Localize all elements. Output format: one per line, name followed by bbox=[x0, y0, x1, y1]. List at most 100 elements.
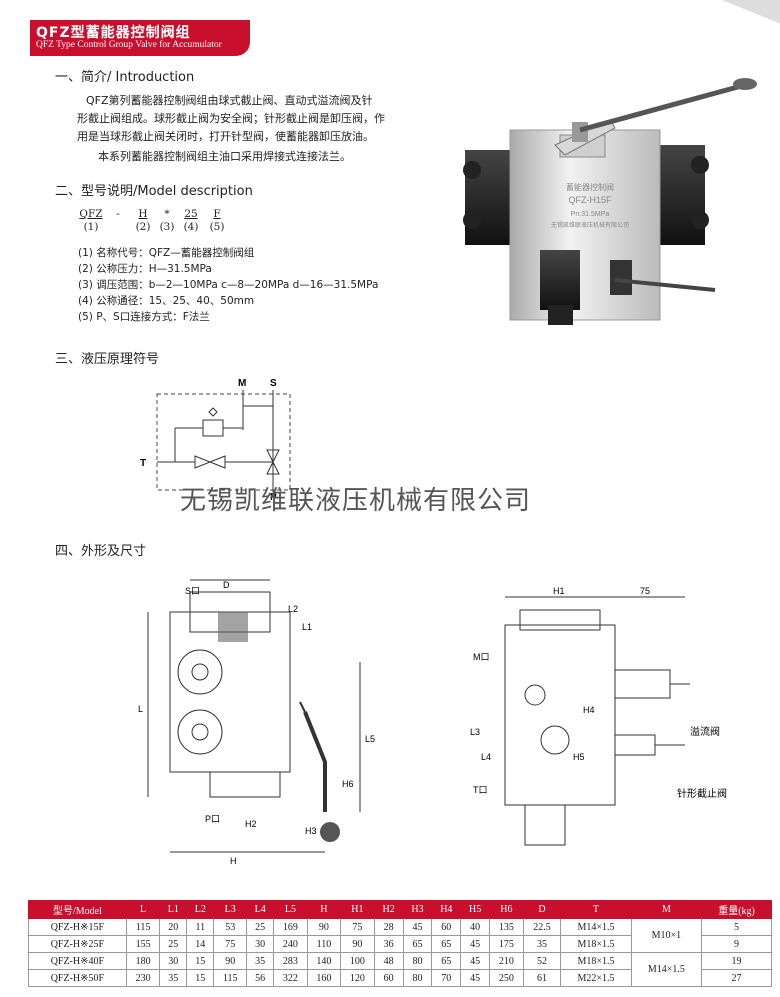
relief-cap bbox=[548, 305, 573, 325]
photo-label-3: Pn:31.5MPa bbox=[571, 211, 610, 218]
cell: 90 bbox=[340, 935, 375, 953]
cell: 169 bbox=[273, 918, 308, 936]
cell: 28 bbox=[373, 918, 404, 936]
relief-valve bbox=[540, 250, 580, 310]
cell: 30 bbox=[246, 935, 275, 953]
cell: 100 bbox=[340, 952, 375, 970]
intro-line-3: 用是当球形截止阀关闭时，打开针型阀，使蓄能器卸压放油。 bbox=[77, 130, 374, 143]
cell: 135 bbox=[489, 918, 524, 936]
cell: 155 bbox=[125, 935, 161, 953]
company-watermark: 无锡凯维联液压机械有限公司 bbox=[180, 486, 532, 516]
th-h2: H2 bbox=[373, 900, 404, 919]
th-m: M bbox=[630, 900, 703, 919]
t-port-icon bbox=[540, 725, 570, 755]
side-body bbox=[504, 624, 616, 806]
hydraulic-symbol: M S T P bbox=[140, 378, 291, 500]
cell: 75 bbox=[340, 918, 375, 936]
th-l1: L1 bbox=[159, 900, 188, 919]
cell: 115 bbox=[125, 918, 161, 936]
handle-side bbox=[524, 804, 566, 846]
intro-line-4: 本系列蓄能器控制阀组主油口采用焊接式连接法兰。 bbox=[98, 150, 351, 163]
cell: 14 bbox=[186, 935, 215, 953]
bolt-icon bbox=[463, 161, 481, 179]
lbl-h6: H6 bbox=[342, 779, 354, 789]
th-h3: H3 bbox=[402, 900, 433, 919]
cell: QFZ-H※25F bbox=[28, 935, 127, 953]
photo-label-1: 蓄能器控制阀 bbox=[566, 182, 614, 192]
ball-valve-symbol bbox=[266, 449, 280, 464]
intro-line-2: 形截止阀组成。球形截止阀为安全阀；针形截止阀是卸压阀，作 bbox=[77, 112, 385, 125]
cell: 35 bbox=[159, 969, 188, 987]
cell: 56 bbox=[246, 969, 275, 987]
product-photo: 蓄能器控制阀 QFZ-H15F Pn:31.5MPa 无锡凯维联液压机械有限公司 bbox=[463, 78, 757, 325]
symbol-p: P bbox=[270, 492, 277, 500]
needle-handle bbox=[614, 278, 716, 292]
code-index-5: (5) bbox=[209, 221, 225, 233]
ball-valve-handle bbox=[579, 82, 746, 133]
symbol-heading: 三、液压原理符号 bbox=[55, 352, 160, 367]
cell: 322 bbox=[273, 969, 308, 987]
cell: 250 bbox=[489, 969, 524, 987]
lbl-h2: H2 bbox=[245, 819, 257, 829]
code-qfz: QFZ bbox=[79, 208, 103, 220]
th-h6: H6 bbox=[489, 900, 524, 919]
cell: 35 bbox=[246, 952, 275, 970]
cell: 283 bbox=[273, 952, 308, 970]
bolt-icon bbox=[691, 211, 709, 229]
front-view-drawing: S口 D L1 L2 L L5 H6 P口 H2 H H3 bbox=[138, 579, 375, 866]
handle-ball-icon bbox=[320, 822, 340, 842]
relief-knob bbox=[177, 649, 223, 695]
cell: 22.5 bbox=[522, 918, 562, 936]
cell: 65 bbox=[431, 952, 462, 970]
photo-label-4: 无锡凯维联液压机械有限公司 bbox=[551, 221, 629, 229]
cell: 45 bbox=[402, 918, 433, 936]
needle-knob-center bbox=[191, 723, 209, 741]
code-index-4: (4) bbox=[183, 221, 199, 233]
lbl-h4: H4 bbox=[583, 705, 595, 715]
needle-valve-side bbox=[614, 734, 656, 756]
cell: 115 bbox=[213, 969, 248, 987]
cell: 35 bbox=[522, 935, 562, 953]
model-item-5: (5) P、S口连接方式：F法兰 bbox=[78, 311, 210, 323]
lbl-h1: H1 bbox=[553, 586, 565, 596]
corner-decoration bbox=[668, 0, 780, 28]
cell: 11 bbox=[186, 918, 215, 936]
lbl-needle: 针形截止阀 bbox=[677, 787, 727, 800]
cell: QFZ-H※40F bbox=[28, 952, 127, 970]
lbl-l1: L1 bbox=[302, 622, 312, 632]
intro-heading: 一、简介/ Introduction bbox=[55, 70, 195, 85]
relief-knob-center bbox=[191, 663, 209, 681]
cell: 175 bbox=[489, 935, 524, 953]
cell: 120 bbox=[340, 969, 375, 987]
cell: 20 bbox=[159, 918, 188, 936]
code-index-3: (3) bbox=[159, 221, 175, 233]
ball-valve-symbol-b bbox=[266, 460, 280, 475]
title-badge: QFZ型蓄能器控制阀组 QFZ Type Control Group Valve… bbox=[30, 20, 250, 56]
cell: 27 bbox=[701, 969, 772, 987]
code-index-2: (2) bbox=[135, 221, 151, 233]
spring-icon bbox=[208, 407, 218, 417]
needle-valve bbox=[610, 260, 632, 295]
th-l4: L4 bbox=[246, 900, 275, 919]
cell: 53 bbox=[213, 918, 248, 936]
cell: 19 bbox=[701, 952, 772, 970]
symbol-t: T bbox=[140, 458, 146, 469]
bottom-flange bbox=[209, 771, 281, 798]
cell: 45 bbox=[460, 969, 491, 987]
cell: QFZ-H※50F bbox=[28, 969, 127, 987]
cell: 45 bbox=[460, 935, 491, 953]
th-weight: 重量(kg) bbox=[701, 900, 772, 919]
model-item-2: (2) 公称压力：H—31.5MPa bbox=[78, 263, 212, 275]
lbl-p: P口 bbox=[205, 814, 220, 824]
lbl-l3: L3 bbox=[470, 727, 480, 737]
model-item-1: (1) 名称代号：QFZ—蓄能器控制阀组 bbox=[78, 247, 255, 259]
code-dash: - bbox=[116, 208, 120, 220]
cell: M18×1.5 bbox=[560, 935, 632, 953]
cell: M18×1.5 bbox=[560, 952, 632, 970]
cell: 5 bbox=[701, 918, 772, 936]
title-cn: QFZ型蓄能器控制阀组 bbox=[36, 25, 191, 41]
cell: 180 bbox=[125, 952, 161, 970]
code-25: 25 bbox=[184, 208, 198, 220]
th-h1: H1 bbox=[340, 900, 375, 919]
cell: 110 bbox=[306, 935, 342, 953]
